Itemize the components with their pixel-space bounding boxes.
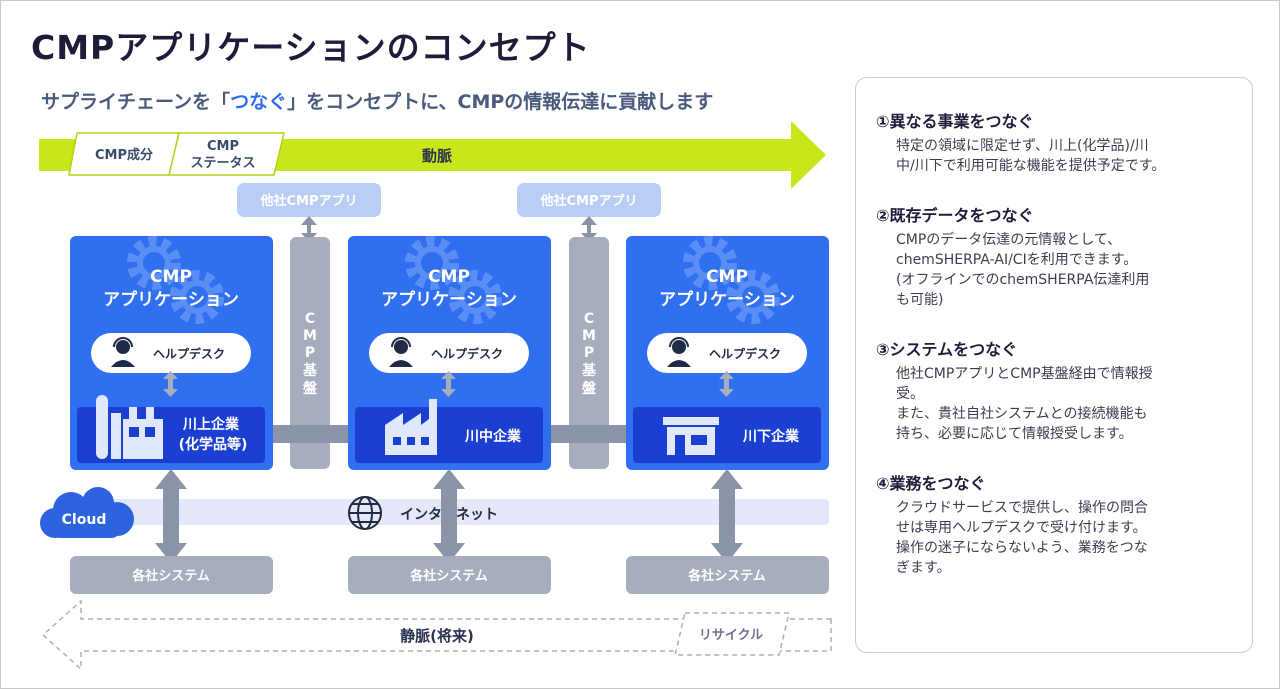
cmp-app-upstream: CMP アプリケーション ヘルプデスク 川上企業 (化学品等) bbox=[70, 236, 273, 470]
factory-icon bbox=[385, 399, 437, 455]
svg-text:P: P bbox=[305, 345, 315, 361]
other-cmp-app-right-label: 他社CMPアプリ bbox=[539, 193, 637, 209]
concept-points-panel: ①異なる事業をつなぐ 特定の領域に限定せず、川上(化学品)/川 中/川下で利用可… bbox=[855, 77, 1253, 653]
system-arrow-2 bbox=[433, 469, 465, 563]
svg-text:M: M bbox=[303, 328, 317, 344]
tag-cmp-component: CMP成分 bbox=[68, 132, 180, 176]
app-title-line1: CMP bbox=[150, 267, 192, 287]
globe-icon bbox=[348, 496, 382, 530]
headset-person-icon bbox=[389, 337, 413, 367]
vein-label: 静脈(将来) bbox=[400, 627, 474, 645]
tag-recycle-label: リサイクル bbox=[699, 628, 763, 643]
concept-point-body: 他社CMPアプリとCMP基盤経由で情報授 受。 また、貴社自社システムとの接続機… bbox=[896, 366, 1153, 442]
company-system-3: 各社システム bbox=[626, 556, 829, 594]
cloud-label: Cloud bbox=[62, 512, 107, 528]
artery-arrow bbox=[39, 121, 826, 189]
concept-point-3: ③システムをつなぐ 他社CMPアプリとCMP基盤経由で情報授 受。 また、貴社自… bbox=[876, 336, 1232, 444]
company-system-1: 各社システム bbox=[70, 556, 273, 594]
company-upstream-line2: (化学品等) bbox=[179, 436, 248, 453]
svg-text:C: C bbox=[305, 311, 315, 327]
subtitle-highlight: つなぐ bbox=[230, 91, 288, 113]
app-title-line1: CMP bbox=[706, 267, 748, 287]
svg-text:P: P bbox=[584, 345, 594, 361]
helpdesk-label: ヘルプデスク bbox=[431, 346, 503, 361]
concept-point-1: ①異なる事業をつなぐ 特定の領域に限定せず、川上(化学品)/川 中/川下で利用可… bbox=[876, 108, 1232, 176]
concept-point-body: CMPのデータ伝達の元情報として、 chemSHERPA-AI/CIを利用できま… bbox=[896, 232, 1150, 308]
svg-text:基: 基 bbox=[582, 362, 597, 379]
concept-point-body: 特定の領域に限定せず、川上(化学品)/川 中/川下で利用可能な機能を提供予定です… bbox=[896, 138, 1166, 174]
cmp-base-left: C M P 基 盤 bbox=[290, 237, 330, 469]
internet-band bbox=[101, 499, 829, 525]
cmp-app-downstream: CMP アプリケーション ヘルプデスク 川下企業 bbox=[626, 236, 829, 470]
tag-cmp-status-line1: CMP bbox=[207, 139, 239, 154]
company-downstream-label: 川下企業 bbox=[742, 428, 800, 445]
concept-point-title: ①異なる事業をつなぐ bbox=[876, 112, 1034, 131]
svg-text:盤: 盤 bbox=[582, 380, 597, 397]
cmp-base-right: C M P 基 盤 bbox=[569, 237, 609, 469]
subtitle-after: 」をコンセプトに、CMPの情報伝達に貢献します bbox=[287, 91, 714, 113]
app-title-line2: アプリケーション bbox=[103, 289, 239, 310]
company-system-label: 各社システム bbox=[687, 568, 766, 584]
concept-point-title: ③システムをつなぐ bbox=[876, 340, 1018, 359]
cloud-icon bbox=[40, 487, 134, 538]
other-cmp-app-right: 他社CMPアプリ bbox=[517, 183, 661, 217]
concept-point-title: ④業務をつなぐ bbox=[876, 474, 986, 493]
svg-text:M: M bbox=[582, 328, 596, 344]
app-title-line1: CMP bbox=[428, 267, 470, 287]
concept-diagram: CMP成分 CMP ステータス 動脈 他社CMPアプリ 他社CMPアプリ bbox=[39, 121, 832, 671]
svg-text:盤: 盤 bbox=[303, 380, 318, 397]
concept-point-4: ④業務をつなぐ クラウドサービスで提供し、操作の問合 せは専用ヘルプデスクで受け… bbox=[876, 470, 1232, 578]
system-arrow-1 bbox=[155, 469, 187, 563]
artery-label: 動脈 bbox=[422, 147, 452, 165]
app-title-line2: アプリケーション bbox=[659, 289, 795, 310]
subtitle: サプライチェーンを「つなぐ」をコンセプトに、CMPの情報伝達に貢献します bbox=[41, 87, 713, 114]
helpdesk-label: ヘルプデスク bbox=[153, 346, 225, 361]
company-midstream-label: 川中企業 bbox=[464, 428, 522, 445]
store-icon bbox=[663, 417, 719, 455]
svg-text:基: 基 bbox=[303, 362, 318, 379]
tag-recycle: リサイクル bbox=[674, 612, 790, 656]
page-title: CMPアプリケーションのコンセプト bbox=[31, 28, 591, 67]
helpdesk-label: ヘルプデスク bbox=[709, 346, 781, 361]
chemical-plant-icon bbox=[96, 395, 163, 459]
subtitle-before: サプライチェーンを「 bbox=[41, 91, 231, 113]
system-arrow-3 bbox=[711, 469, 743, 563]
headset-person-icon bbox=[667, 337, 691, 367]
other-cmp-app-left: 他社CMPアプリ bbox=[237, 183, 381, 217]
tag-cmp-component-label: CMP成分 bbox=[95, 147, 153, 163]
cmp-app-midstream: CMP アプリケーション ヘルプデスク 川中企業 bbox=[348, 236, 551, 470]
company-upstream-line1: 川上企業 bbox=[182, 416, 240, 433]
company-system-label: 各社システム bbox=[409, 568, 488, 584]
company-system-label: 各社システム bbox=[131, 568, 210, 584]
concept-point-body: クラウドサービスで提供し、操作の問合 せは専用ヘルプデスクで受け付けます。 操作… bbox=[896, 500, 1148, 576]
concept-point-title: ②既存データをつなぐ bbox=[876, 206, 1034, 225]
tag-cmp-status: CMP ステータス bbox=[168, 132, 285, 176]
svg-text:C: C bbox=[584, 311, 594, 327]
tag-cmp-status-line2: ステータス bbox=[190, 156, 255, 171]
concept-point-2: ②既存データをつなぐ CMPのデータ伝達の元情報として、 chemSHERPA-… bbox=[876, 202, 1232, 310]
app-title-line2: アプリケーション bbox=[381, 289, 517, 310]
other-cmp-app-left-label: 他社CMPアプリ bbox=[259, 193, 357, 209]
company-system-2: 各社システム bbox=[348, 556, 551, 594]
headset-person-icon bbox=[111, 337, 135, 367]
